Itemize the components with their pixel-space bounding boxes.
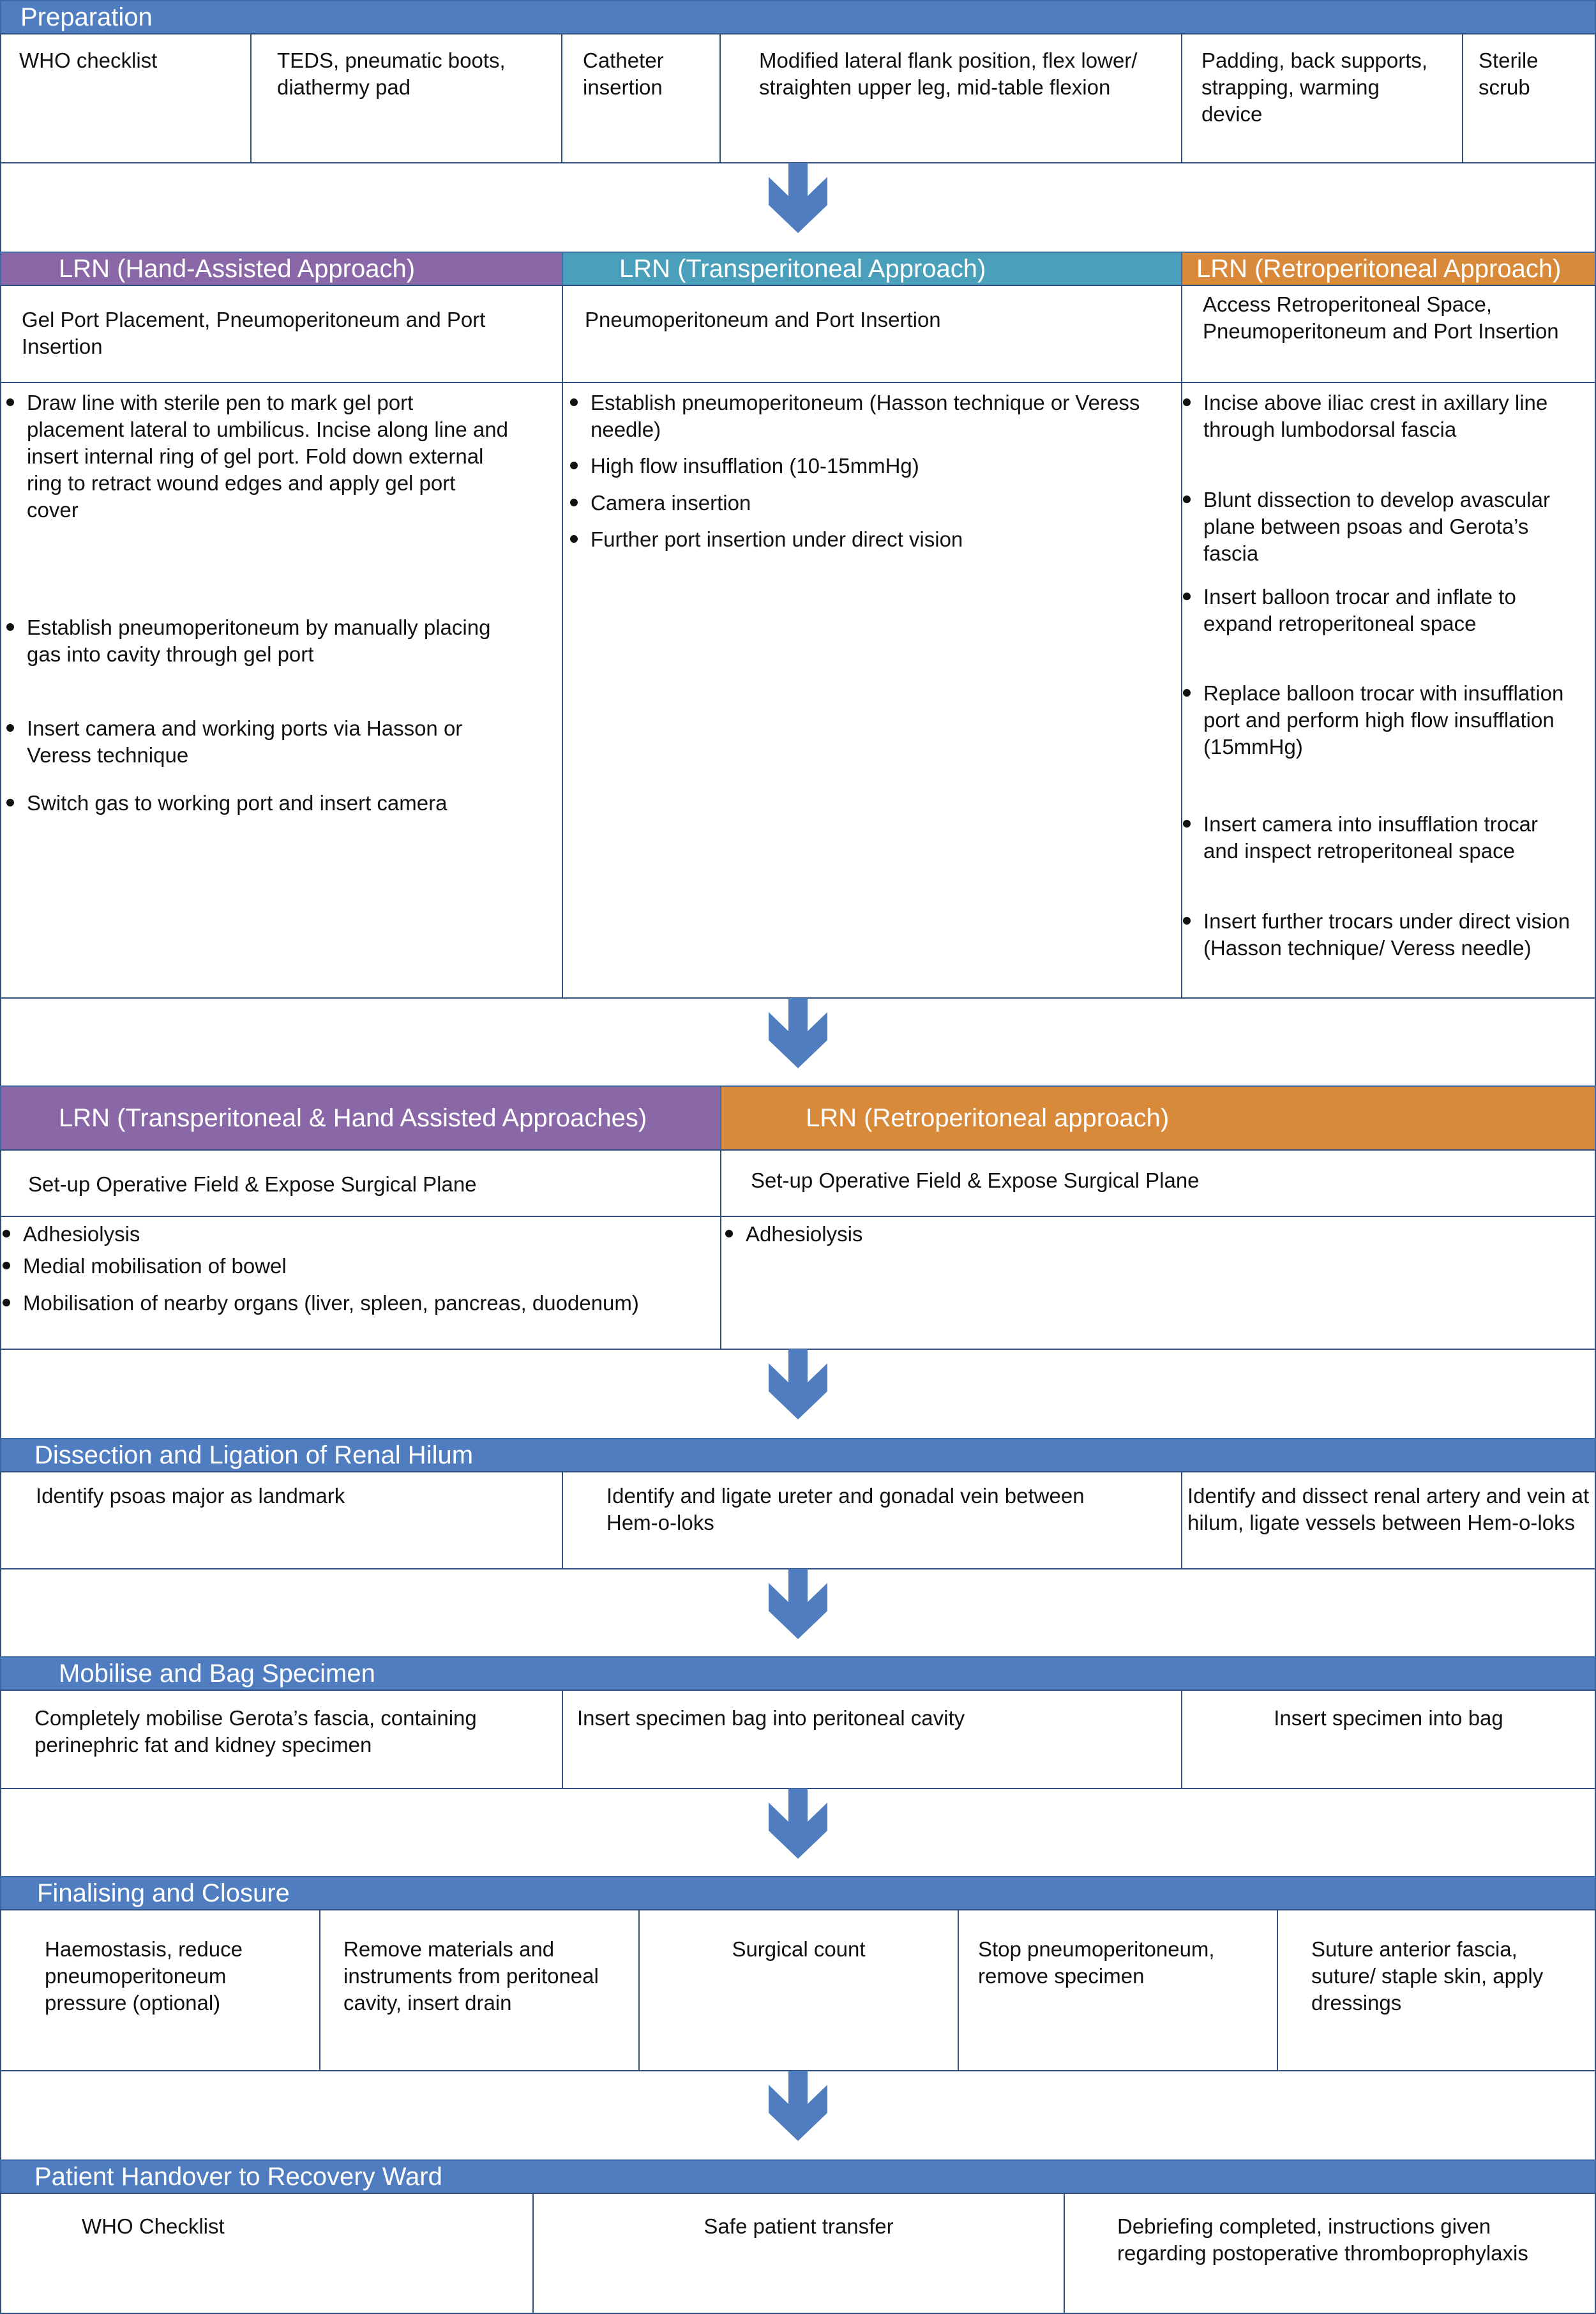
- retroperitoneal-step: Insert balloon trocar and inflate to exp…: [1183, 584, 1574, 637]
- mobilise-step: Insert specimen into bag: [1181, 1690, 1596, 1789]
- preparation-title: Preparation: [20, 3, 153, 31]
- transperitoneal-subtitle-box: Pneumoperitoneum and Port Insertion: [562, 285, 1182, 383]
- prep-step-text: WHO checklist: [19, 49, 158, 72]
- down-arrow-icon: [769, 163, 827, 233]
- retroperitoneal-title: LRN (Retroperitoneal Approach): [1196, 254, 1562, 283]
- retroperitoneal-step: Incise above iliac crest in axillary lin…: [1183, 389, 1574, 443]
- hilum-step: Identify psoas major as landmark: [0, 1471, 563, 1569]
- mobilise-header: Mobilise and Bag Specimen: [0, 1656, 1596, 1691]
- hand-assisted-step: Switch gas to working port and insert ca…: [6, 790, 512, 817]
- setup-right-subtitle: Set-up Operative Field & Expose Surgical…: [751, 1168, 1200, 1192]
- prep-step-text: Sterile scrub: [1479, 49, 1539, 99]
- down-arrow-icon: [769, 1349, 827, 1419]
- hand-assisted-header: LRN (Hand-Assisted Approach): [0, 252, 563, 286]
- transperitoneal-subtitle: Pneumoperitoneum and Port Insertion: [585, 308, 941, 331]
- prep-step-catheter: Catheter insertion: [561, 33, 721, 163]
- down-arrow-icon: [769, 998, 827, 1068]
- setup-right-subtitle-box: Set-up Operative Field & Expose Surgical…: [720, 1149, 1596, 1217]
- hilum-step: Identify and dissect renal artery and ve…: [1181, 1471, 1596, 1569]
- setup-right-header: LRN (Retroperitoneal approach): [720, 1085, 1596, 1151]
- setup-left-step: Adhesiolysis: [3, 1221, 693, 1248]
- prep-step-scrub: Sterile scrub: [1462, 33, 1596, 163]
- transperitoneal-step: Camera insertion: [570, 490, 1152, 517]
- down-arrow-icon: [769, 2071, 827, 2141]
- hand-assisted-title: LRN (Hand-Assisted Approach): [59, 254, 416, 283]
- setup-left-steps-box: [0, 1216, 721, 1350]
- retroperitoneal-steps-box: [1181, 382, 1596, 999]
- handover-title: Patient Handover to Recovery Ward: [34, 2162, 442, 2191]
- mobilise-step: Insert specimen bag into peritoneal cavi…: [562, 1690, 1182, 1789]
- retroperitoneal-header: LRN (Retroperitoneal Approach): [1181, 252, 1596, 286]
- hand-assisted-subtitle: Gel Port Placement, Pneumoperitoneum and…: [22, 308, 486, 358]
- closure-step: Surgical count: [638, 1909, 959, 2071]
- handover-header: Patient Handover to Recovery Ward: [0, 2159, 1596, 2194]
- hilum-header: Dissection and Ligation of Renal Hilum: [0, 1438, 1596, 1472]
- down-arrow-icon: [769, 1788, 827, 1859]
- hand-assisted-subtitle-box: Gel Port Placement, Pneumoperitoneum and…: [0, 285, 563, 383]
- closure-step: Suture anterior fascia, suture/ staple s…: [1277, 1909, 1596, 2071]
- hand-assisted-step: Establish pneumoperitoneum by manually p…: [6, 614, 512, 668]
- retroperitoneal-step: Replace balloon trocar with insufflation…: [1183, 680, 1574, 760]
- prep-step-position: Modified lateral flank position, flex lo…: [719, 33, 1182, 163]
- retroperitoneal-subtitle-box: Access Retroperitoneal Space, Pneumoperi…: [1181, 285, 1596, 383]
- setup-right-steps-box: [720, 1216, 1596, 1350]
- setup-left-step: Medial mobilisation of bowel: [3, 1253, 693, 1280]
- transperitoneal-step: High flow insufflation (10-15mmHg): [570, 453, 1152, 480]
- setup-left-title: LRN (Transperitoneal & Hand Assisted App…: [59, 1103, 647, 1132]
- prep-step-text: TEDS, pneumatic boots, diathermy pad: [277, 49, 506, 99]
- setup-right-step: Adhesiolysis: [725, 1221, 1576, 1248]
- closure-header: Finalising and Closure: [0, 1876, 1596, 1910]
- setup-right-title: LRN (Retroperitoneal approach): [806, 1103, 1170, 1132]
- handover-step: Safe patient transfer: [532, 2193, 1065, 2314]
- hand-assisted-step: Draw line with sterile pen to mark gel p…: [6, 389, 512, 524]
- prep-step-who-checklist: WHO checklist: [0, 33, 252, 163]
- mobilise-step: Completely mobilise Gerota’s fascia, con…: [0, 1690, 563, 1789]
- preparation-header: Preparation: [0, 0, 1596, 34]
- setup-left-subtitle-box: Set-up Operative Field & Expose Surgical…: [0, 1149, 721, 1217]
- prep-step-text: Catheter insertion: [583, 49, 664, 99]
- prep-step-padding: Padding, back supports, strapping, warmi…: [1181, 33, 1463, 163]
- closure-step: Stop pneumoperitoneum, remove specimen: [958, 1909, 1278, 2071]
- transperitoneal-header: LRN (Transperitoneal Approach): [562, 252, 1182, 286]
- setup-left-header: LRN (Transperitoneal & Hand Assisted App…: [0, 1085, 721, 1151]
- retroperitoneal-step: Insert camera into insufflation trocar a…: [1183, 811, 1574, 865]
- handover-step: WHO Checklist: [0, 2193, 534, 2314]
- retroperitoneal-step: Blunt dissection to develop avascular pl…: [1183, 487, 1574, 567]
- hand-assisted-steps-box: [0, 382, 563, 999]
- prep-step-text: Padding, back supports, strapping, warmi…: [1201, 49, 1428, 126]
- hilum-title: Dissection and Ligation of Renal Hilum: [34, 1441, 474, 1469]
- closure-step: Haemostasis, reduce pneumoperitoneum pre…: [0, 1909, 320, 2071]
- retroperitoneal-subtitle: Access Retroperitoneal Space, Pneumoperi…: [1203, 292, 1559, 343]
- handover-step: Debriefing completed, instructions given…: [1064, 2193, 1596, 2314]
- down-arrow-icon: [769, 1569, 827, 1639]
- transperitoneal-title: LRN (Transperitoneal Approach): [619, 254, 986, 283]
- transperitoneal-step: Further port insertion under direct visi…: [570, 526, 1152, 553]
- hilum-step: Identify and ligate ureter and gonadal v…: [562, 1471, 1182, 1569]
- hand-assisted-step: Insert camera and working ports via Hass…: [6, 715, 512, 769]
- prep-step-text: Modified lateral flank position, flex lo…: [759, 49, 1138, 99]
- setup-left-subtitle: Set-up Operative Field & Expose Surgical…: [28, 1172, 477, 1196]
- mobilise-title: Mobilise and Bag Specimen: [59, 1659, 375, 1688]
- transperitoneal-step: Establish pneumoperitoneum (Hasson techn…: [570, 389, 1152, 443]
- closure-title: Finalising and Closure: [37, 1879, 290, 1907]
- closure-step: Remove materials and instruments from pe…: [319, 1909, 640, 2071]
- setup-left-step: Mobilisation of nearby organs (liver, sp…: [3, 1290, 661, 1317]
- prep-step-teds: TEDS, pneumatic boots, diathermy pad: [250, 33, 562, 163]
- retroperitoneal-step: Insert further trocars under direct visi…: [1183, 908, 1574, 962]
